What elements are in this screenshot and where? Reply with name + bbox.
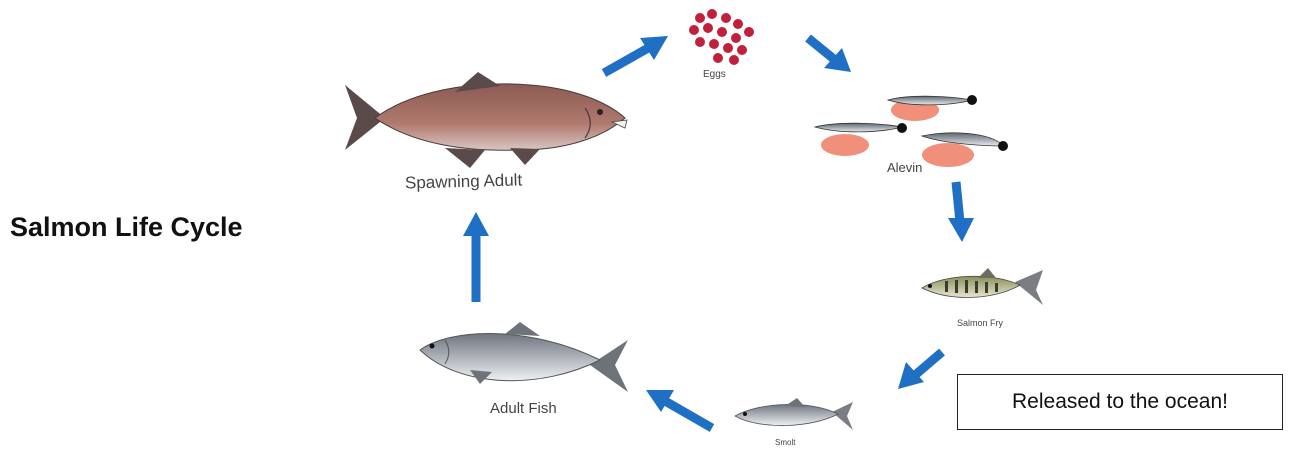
arrow-adult-to-spawning: [463, 212, 489, 302]
arrow-alevin-to-fry: [948, 182, 974, 242]
arrow-fry-to-smolt: [898, 352, 942, 389]
alevin-icon: [815, 95, 1008, 167]
salmon-fry-icon: [922, 268, 1043, 305]
arrow-smolt-to-adult: [646, 390, 712, 428]
spawning-adult-fish-icon: [345, 72, 627, 168]
arrow-eggs-to-alevin: [808, 38, 851, 72]
adult-fish-icon: [420, 322, 628, 392]
smolt-icon: [735, 398, 853, 430]
eggs-cluster-icon: [689, 9, 754, 65]
arrow-spawning-to-eggs: [604, 36, 668, 73]
